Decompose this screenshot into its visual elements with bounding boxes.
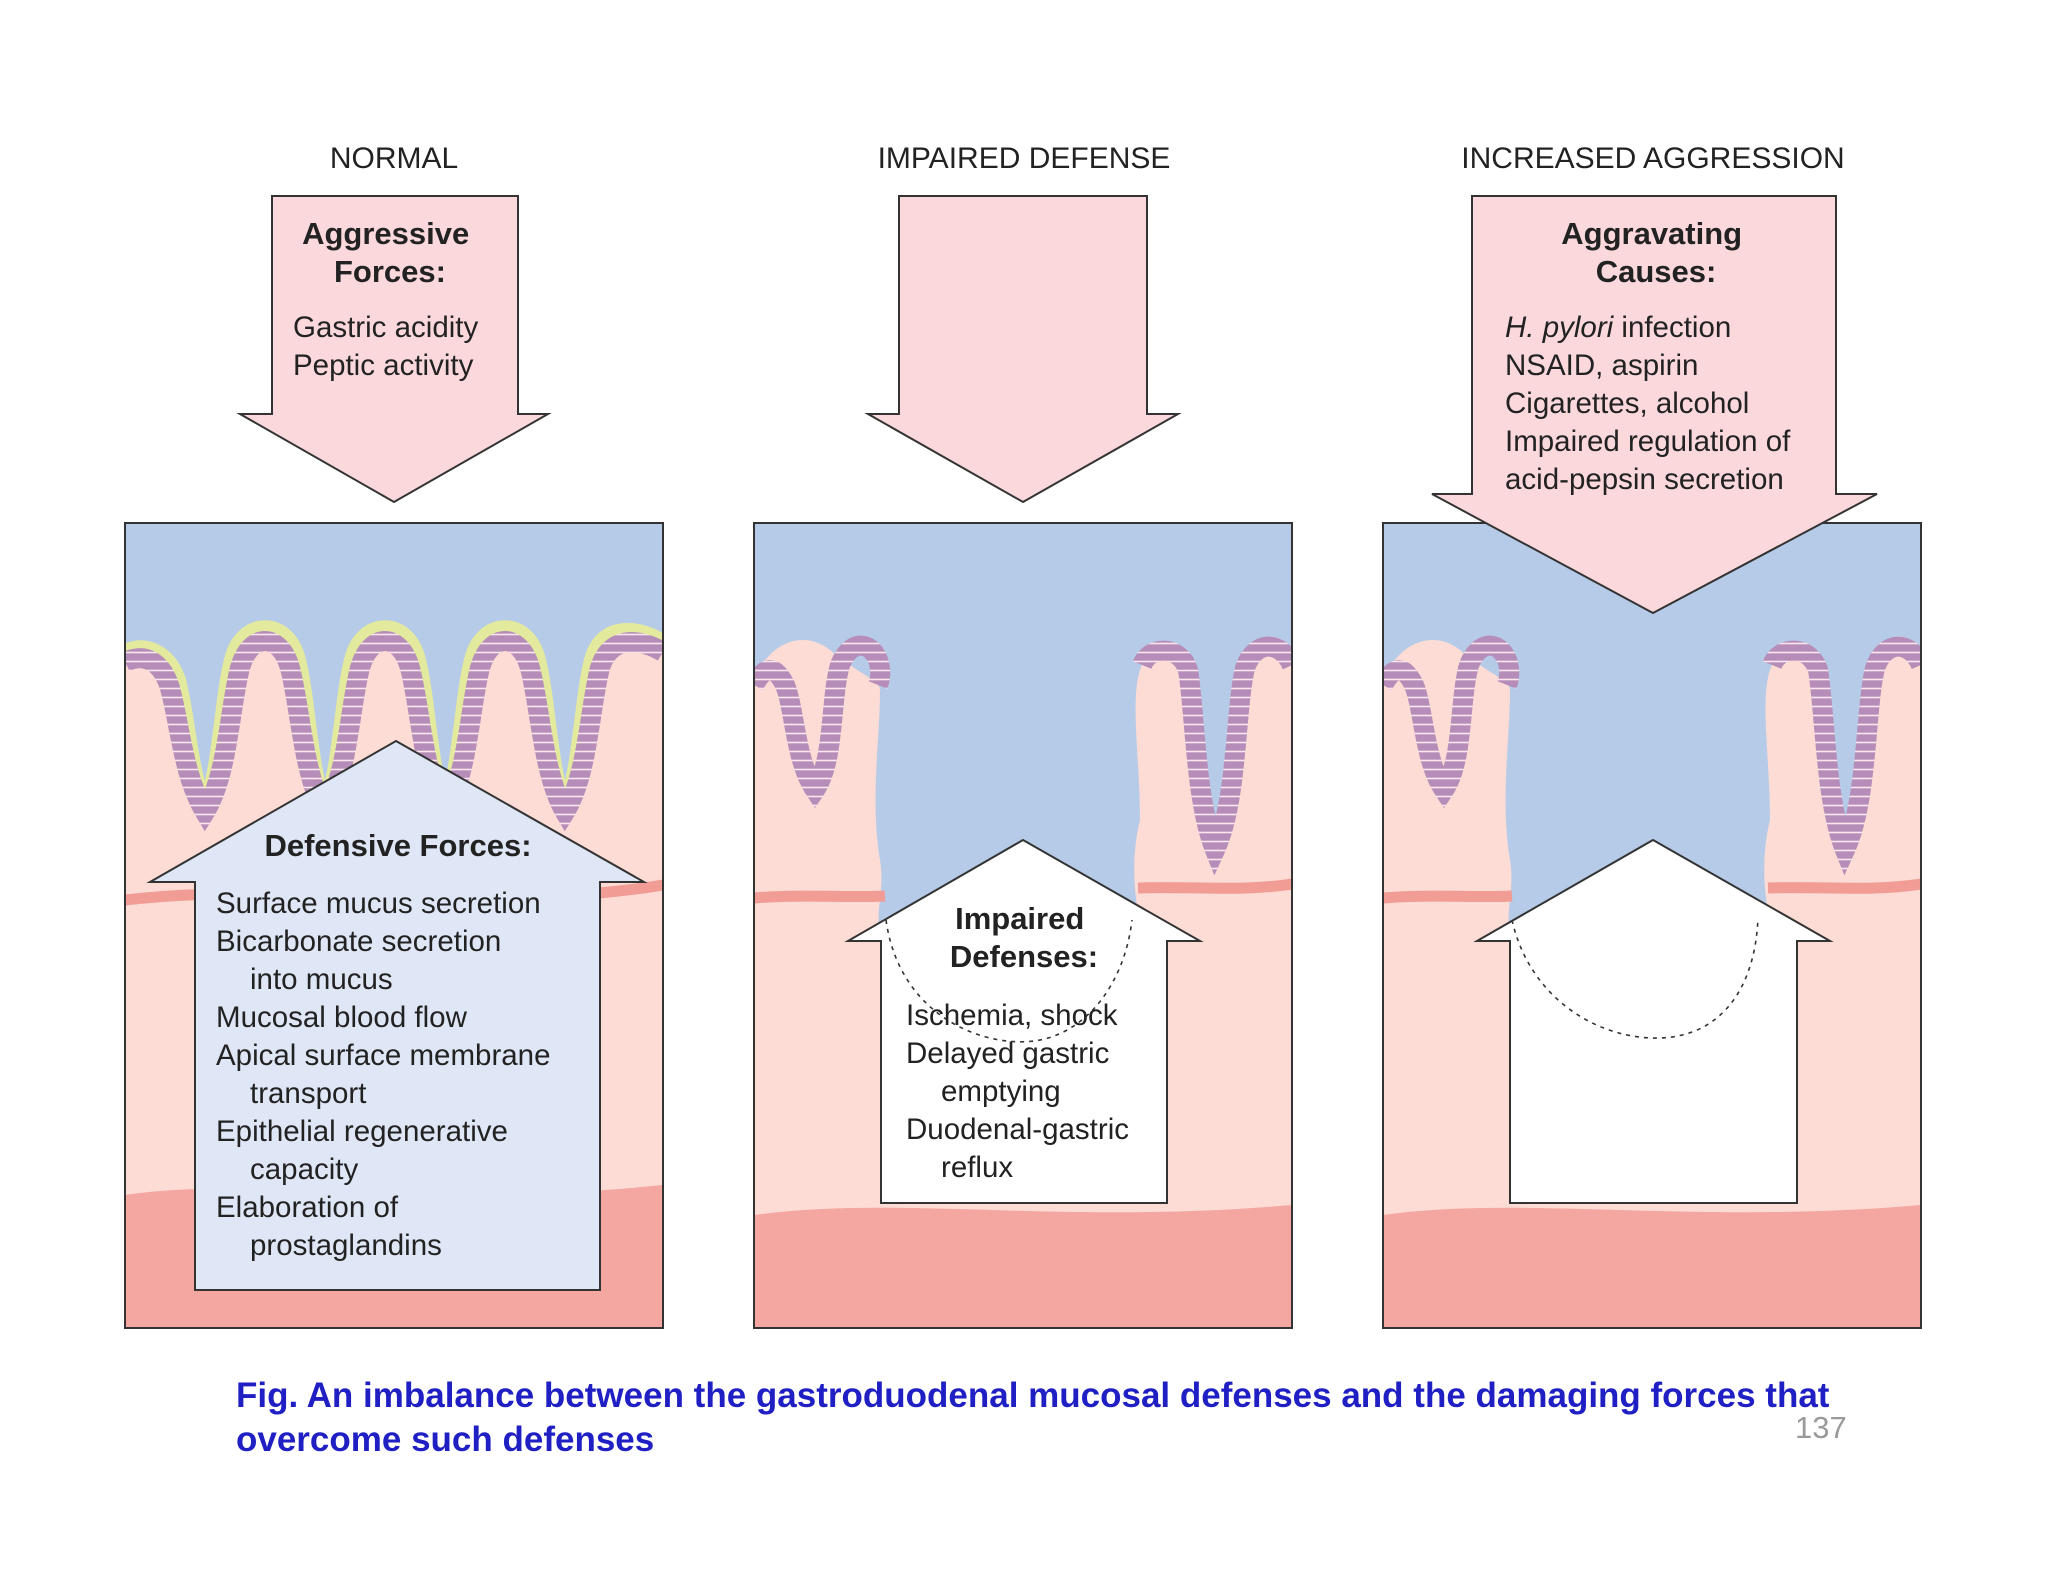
muscularis-line bbox=[754, 890, 886, 904]
defensive-forces-arrow bbox=[146, 739, 648, 1291]
figure-caption: Fig. An imbalance between the gastroduod… bbox=[236, 1376, 1830, 1459]
aggressive-forces-title: Aggressive Forces: bbox=[302, 216, 478, 289]
epithelium bbox=[1132, 636, 1292, 876]
impaired-defenses-list: Ischemia, shock Delayed gastric emptying… bbox=[906, 999, 1137, 1184]
aggressive-forces-list: Gastric acidity Peptic activity bbox=[293, 311, 486, 382]
panel-border bbox=[753, 522, 1293, 1329]
defensive-forces-title: Defensive Forces: bbox=[264, 828, 531, 863]
panel-heading-impaired-defense: IMPAIRED DEFENSE bbox=[878, 142, 1171, 175]
submucosa-band bbox=[1383, 1205, 1921, 1328]
panel-heading-increased-aggression: INCREASED AGGRESSION bbox=[1461, 142, 1844, 175]
ulcer-outline bbox=[885, 919, 1133, 1043]
aggravating-causes-title: Aggravating Causes: bbox=[1561, 216, 1750, 289]
defensive-forces-arrow bbox=[1473, 838, 1834, 1204]
epithelium bbox=[1383, 635, 1520, 809]
page-number: 137 bbox=[1795, 1410, 1847, 1445]
epithelium bbox=[754, 635, 891, 809]
impaired-defenses-arrow bbox=[844, 838, 1204, 1204]
impaired-defenses-title: Impaired Defenses: bbox=[950, 901, 1098, 974]
panel-heading-normal: NORMAL bbox=[330, 142, 458, 175]
aggressive-forces-arrow bbox=[236, 195, 552, 504]
muscularis-line bbox=[1383, 890, 1513, 904]
muscularis-line bbox=[1767, 878, 1921, 894]
muscularis-line bbox=[1137, 878, 1292, 894]
epithelium bbox=[125, 631, 663, 832]
aggressive-forces-arrow bbox=[864, 195, 1182, 504]
ulcer-outline bbox=[1511, 917, 1759, 1039]
panel-border bbox=[124, 522, 664, 1329]
submucosa-band bbox=[754, 1205, 1292, 1328]
aggravating-causes-list: H. pylori infection NSAID, aspirin Cigar… bbox=[1505, 311, 1799, 496]
epithelium bbox=[1762, 636, 1921, 876]
aggravating-causes-arrow bbox=[1431, 195, 1878, 615]
defensive-forces-list: Surface mucus secretion Bicarbonate secr… bbox=[216, 887, 559, 1262]
